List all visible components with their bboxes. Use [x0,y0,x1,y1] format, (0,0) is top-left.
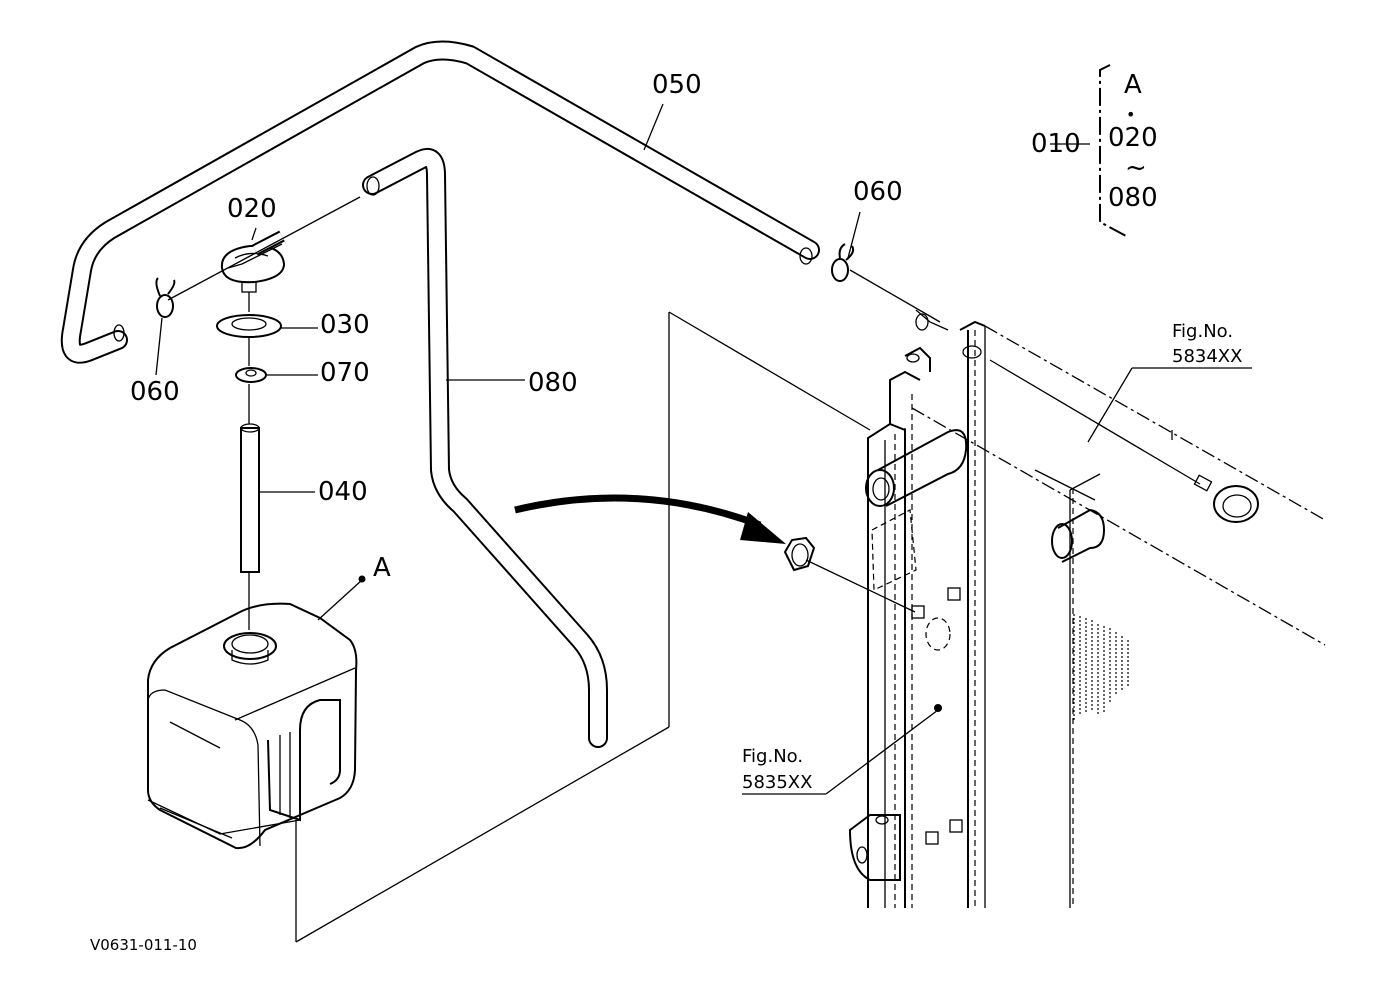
part-number-020: 020 [227,194,277,224]
fig-ref-frame-label: Fig.No. [742,746,803,767]
part-number-050: 050 [652,70,702,100]
assembly-key-from: 020 [1108,123,1158,153]
clip-060-left [155,277,176,318]
assembly-key-a: A [1124,70,1142,100]
reserve-tank [147,602,358,942]
part-number-040: 040 [318,477,368,507]
radiator-core-outline [911,325,1326,908]
assembly-key-range: ~ [1125,153,1147,183]
fig-ref-radiator-label: Fig.No. [1172,321,1233,342]
part-number-070: 070 [320,358,370,388]
part-number-060-left: 060 [130,377,180,407]
assembly-key-to: 080 [1108,183,1158,213]
fig-ref-frame-number: 5835XX [742,772,812,793]
part-number-080: 080 [528,368,578,398]
assembly-centerline [167,196,941,630]
part-leaders [155,103,1252,795]
direction-arrow [514,494,786,544]
fig-ref-radiator-number: 5834XX [1172,346,1242,367]
radiator-frame [848,309,986,908]
hex-nut [783,536,916,613]
washer-070 [235,367,267,383]
assembly-key-dot: • [1126,105,1135,124]
assembly-bracket [1099,64,1127,237]
hose-080 [362,148,608,748]
drawing-code: V0631-011-10 [90,936,197,954]
core-fin-pattern [1073,614,1129,720]
cap-020 [220,230,286,300]
clip-060-right [831,243,855,282]
pipe-040 [240,423,260,573]
callout-a: A [373,553,391,583]
part-number-060-right: 060 [853,177,903,207]
gasket-030 [216,314,282,338]
part-number-030: 030 [320,310,370,340]
overflow-hose-050 [60,40,820,364]
part-number-010: 010 [1031,129,1081,159]
tank-outlet-leader [295,311,871,943]
